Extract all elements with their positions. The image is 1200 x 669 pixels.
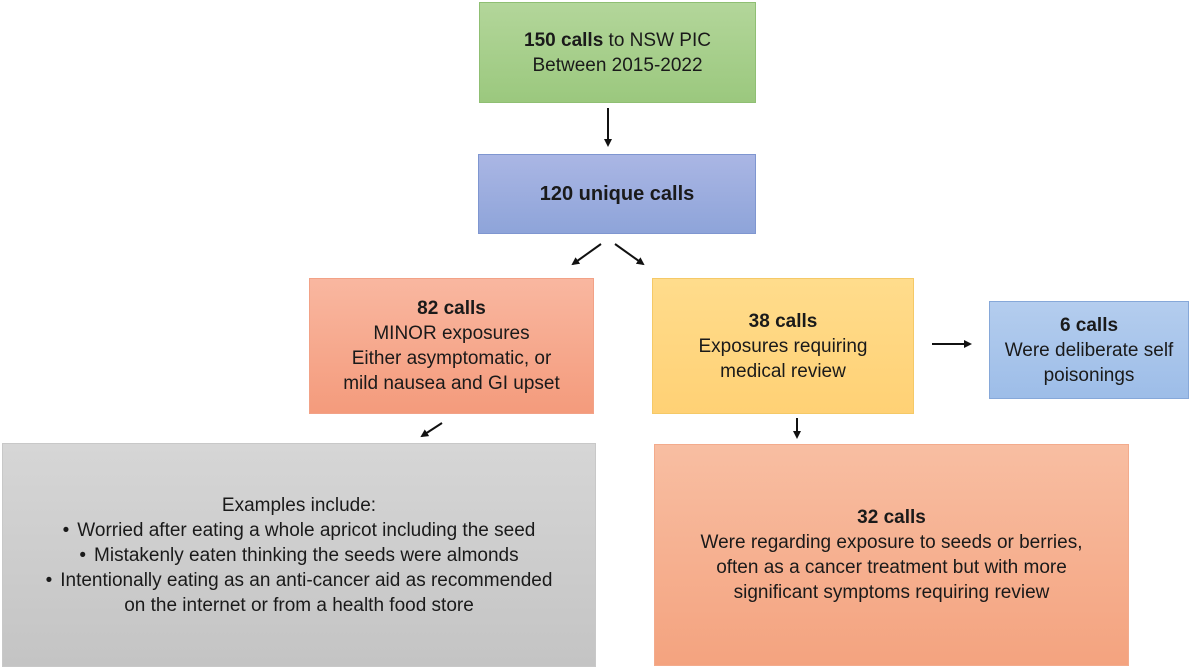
self-count: 6 calls: [1059, 314, 1119, 336]
node-minor-exposures: 82 calls MINOR exposures Either asymptom…: [309, 278, 594, 414]
node-self-poisoning: 6 calls Were deliberate self poisonings: [989, 301, 1189, 399]
examples-heading: Examples include:: [221, 494, 377, 516]
self-line-1: Were deliberate self: [1004, 339, 1174, 361]
total-line-1: 150 calls to NSW PIC: [524, 28, 711, 53]
example-item: •Mistakenly eaten thinking the seeds wer…: [79, 544, 519, 566]
example-item: •Intentionally eating as an anti-cancer …: [45, 569, 553, 616]
seeds-line-1: Were regarding exposure to seeds or berr…: [700, 532, 1083, 553]
arrow-unique-to-review: [614, 243, 645, 266]
node-total-calls: 150 calls to NSW PIC Between 2015-2022: [479, 2, 756, 103]
examples-list: •Worried after eating a whole apricot in…: [46, 518, 553, 618]
seeds-count: 32 calls: [857, 507, 926, 528]
total-count: 150 calls: [524, 29, 604, 51]
node-unique-calls: 120 unique calls: [478, 154, 756, 234]
review-line-1: Exposures requiring: [698, 335, 868, 357]
minor-line-3: mild nausea and GI upset: [343, 373, 560, 394]
total-period: Between 2015-2022: [532, 54, 703, 76]
seeds-line-2: often as a cancer treatment but with mor…: [716, 557, 1067, 578]
bullet-icon: •: [62, 519, 70, 541]
bullet-icon: •: [79, 544, 87, 566]
unique-label: 120 unique calls: [539, 182, 695, 205]
node-examples: Examples include: •Worried after eating …: [2, 443, 596, 667]
minor-count: 82 calls: [417, 298, 486, 319]
bullet-icon: •: [45, 569, 53, 591]
example-item: •Worried after eating a whole apricot in…: [62, 519, 536, 541]
node-medical-review: 38 calls Exposures requiring medical rev…: [652, 278, 914, 414]
minor-line-1: MINOR exposures: [373, 323, 530, 344]
total-dest: to NSW PIC: [603, 29, 711, 51]
review-count: 38 calls: [748, 310, 818, 332]
review-line-2: medical review: [720, 360, 846, 382]
minor-line-2: Either asymptomatic, or: [351, 348, 552, 369]
arrow-unique-to-minor: [571, 243, 602, 266]
node-seeds-berries: 32 calls Were regarding exposure to seed…: [654, 444, 1129, 666]
seeds-line-3: significant symptoms requiring review: [733, 582, 1050, 603]
arrow-minor-to-examples: [420, 422, 443, 438]
self-line-2: poisonings: [1043, 364, 1135, 386]
